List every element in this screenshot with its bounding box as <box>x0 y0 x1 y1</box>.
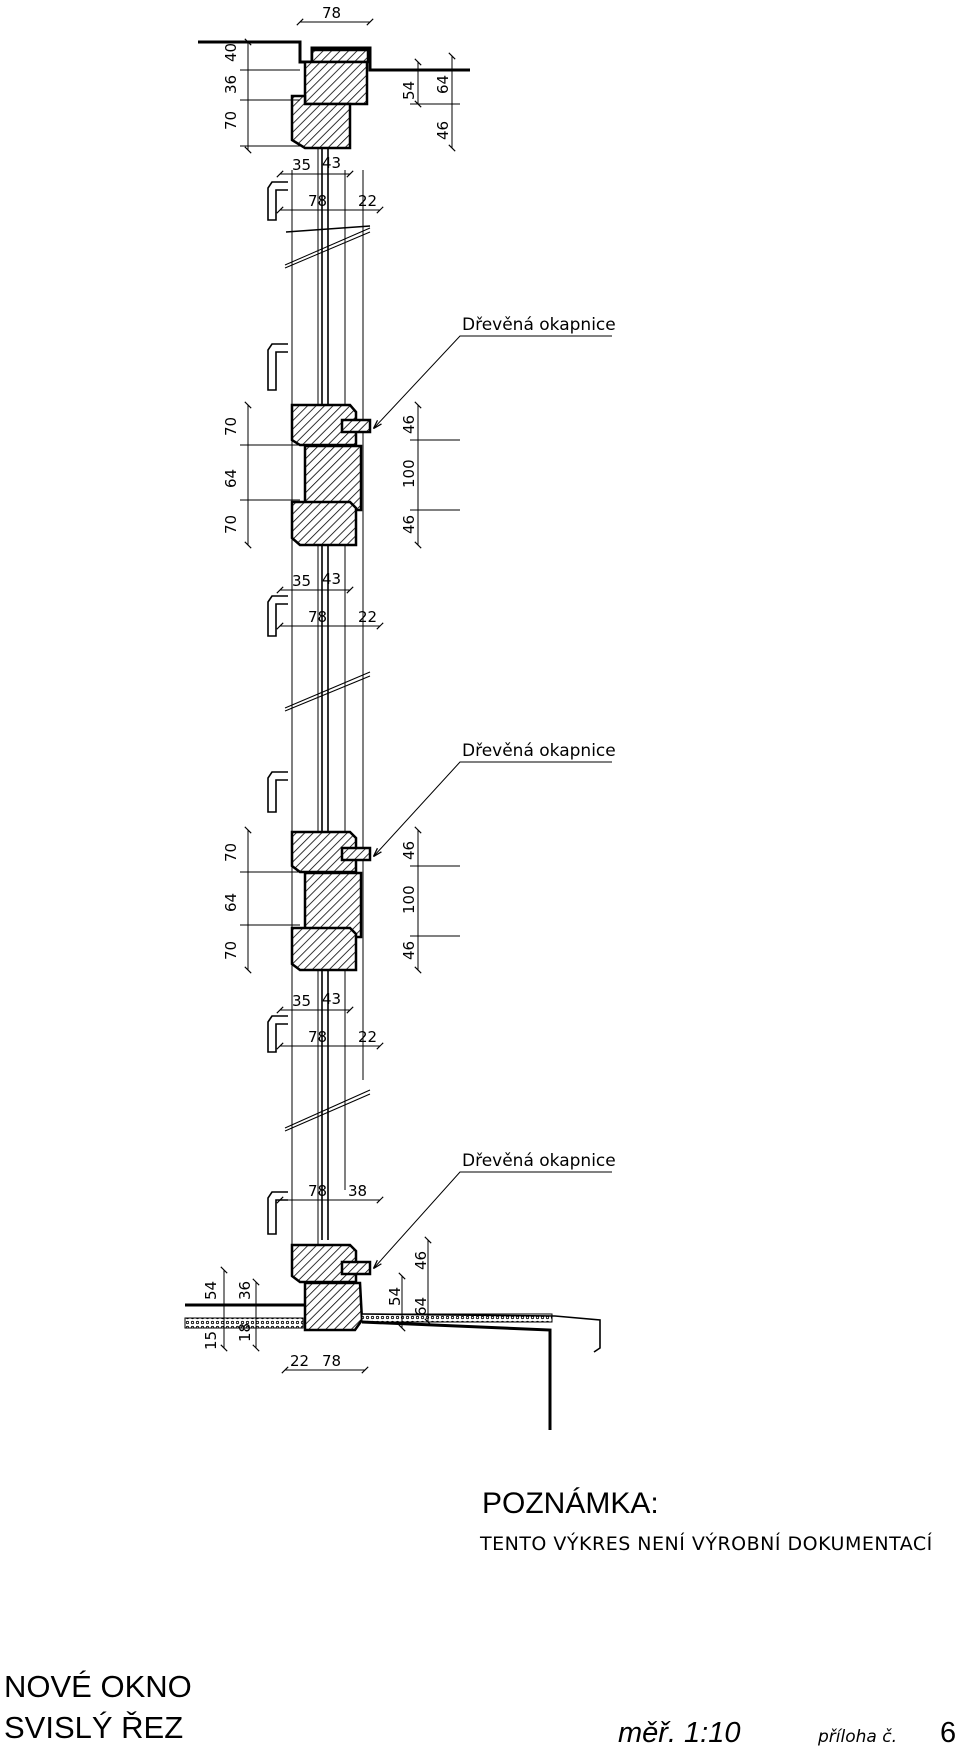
handle-icon <box>267 343 288 391</box>
dim-text: 78 <box>322 4 341 22</box>
dim-text: 54 <box>386 1287 404 1306</box>
dim-text: 64 <box>222 893 240 912</box>
handle-icon <box>267 1191 288 1235</box>
dim-text: 64 <box>434 75 452 94</box>
dim-text: 43 <box>322 154 341 172</box>
dim-text: 100 <box>400 459 418 488</box>
dim-text: 78 <box>308 1028 327 1046</box>
sash-dims-1: 35 43 78 22 <box>267 154 384 269</box>
dim-text: 70 <box>222 843 240 862</box>
dim-text: 70 <box>222 941 240 960</box>
dim-text: 22 <box>358 608 377 626</box>
attachment-number: 6 <box>940 1717 956 1749</box>
drawing-title-line2: SVISLÝ ŘEZ <box>4 1710 183 1745</box>
dim-text: 46 <box>412 1251 430 1270</box>
dim-text: 70 <box>222 417 240 436</box>
drawing-title-line1: NOVÉ OKNO <box>4 1669 192 1704</box>
dim-text: 35 <box>292 156 311 174</box>
dim-text: 40 <box>222 43 240 62</box>
head-section: 78 40 36 70 54 64 46 <box>198 4 470 154</box>
mid-unit-1: 70 64 70 46 100 46 Dřevěná okapnice 35 4… <box>222 315 616 712</box>
dim-text: 22 <box>358 192 377 210</box>
dim-text: 78 <box>308 608 327 626</box>
dim-text: 46 <box>400 941 418 960</box>
dim-text: 70 <box>222 111 240 130</box>
dim-text: 70 <box>222 515 240 534</box>
dim-text: 18 <box>236 1323 254 1342</box>
note-block: POZNÁMKA: TENTO VÝKRES NENÍ VÝROBNÍ DOKU… <box>479 1487 933 1555</box>
dim-text: 38 <box>348 1182 367 1200</box>
dim-text: 22 <box>290 1352 309 1370</box>
dim-text: 78 <box>322 1352 341 1370</box>
dim-text: 35 <box>292 992 311 1010</box>
sill-section: 78 38 Dřevěná okapnice 54 36 15 18 54 64… <box>184 1151 616 1430</box>
attachment-label: příloha č. <box>817 1727 897 1747</box>
drip-callout-label: Dřevěná okapnice <box>462 315 616 335</box>
handle-icon <box>267 181 288 221</box>
dim-text: 64 <box>222 469 240 488</box>
handle-icon <box>267 595 288 637</box>
dim-text: 46 <box>400 415 418 434</box>
dim-text: 46 <box>400 841 418 860</box>
handle-icon <box>267 1015 288 1053</box>
title-block: NOVÉ OKNO SVISLÝ ŘEZ měř. 1:10 příloha č… <box>4 1669 956 1749</box>
dim-text: 46 <box>434 121 452 140</box>
vertical-reference-lines <box>291 140 364 1300</box>
handle-icon <box>267 771 288 813</box>
mid-unit-2: 70 64 70 46 100 46 Dřevěná okapnice 35 4… <box>222 741 616 1132</box>
dim-text: 22 <box>358 1028 377 1046</box>
drip-callout-label: Dřevěná okapnice <box>462 1151 616 1171</box>
dim-text: 35 <box>292 572 311 590</box>
dim-text: 36 <box>222 75 240 94</box>
dim-text: 15 <box>202 1331 220 1350</box>
dim-text: 64 <box>412 1297 430 1316</box>
note-title: POZNÁMKA: <box>482 1487 659 1520</box>
dim-text: 54 <box>202 1281 220 1300</box>
drip-callout-label: Dřevěná okapnice <box>462 741 616 761</box>
dim-text: 78 <box>308 192 327 210</box>
note-body: TENTO VÝKRES NENÍ VÝROBNÍ DOKUMENTACÍ <box>479 1532 933 1555</box>
dim-text: 43 <box>322 990 341 1008</box>
dim-text: 43 <box>322 570 341 588</box>
dim-text: 54 <box>400 81 418 100</box>
dim-text: 100 <box>400 885 418 914</box>
scale-label: měř. 1:10 <box>618 1717 741 1749</box>
dim-text: 36 <box>236 1281 254 1300</box>
dim-text: 46 <box>400 515 418 534</box>
dim-text: 78 <box>308 1182 327 1200</box>
